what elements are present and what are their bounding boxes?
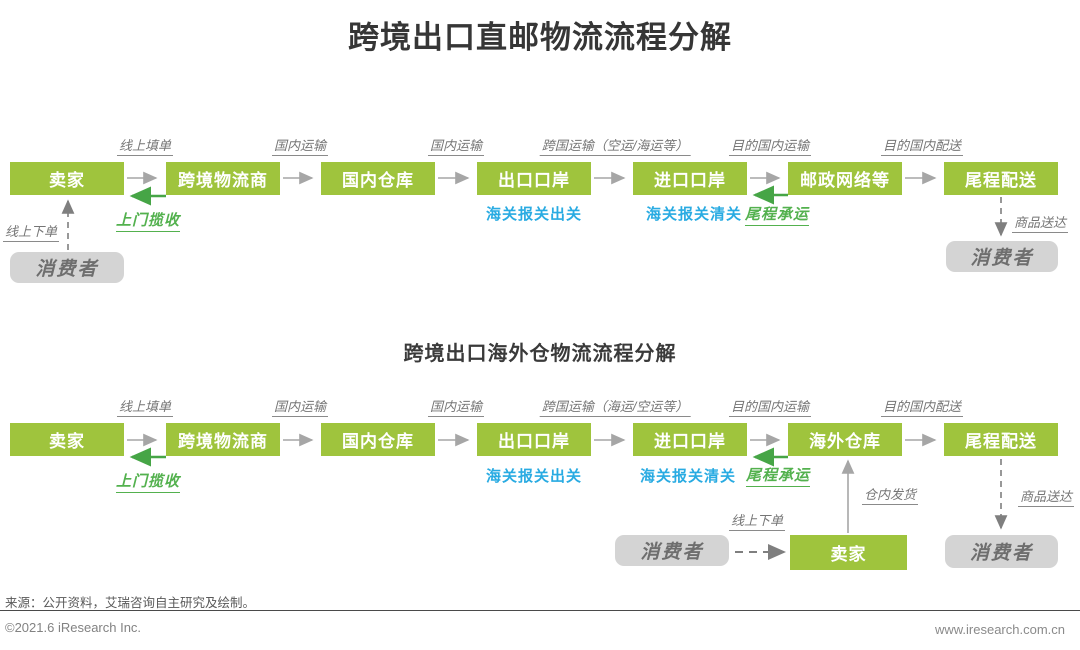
diagram2-title: 跨境出口海外仓物流流程分解 (403, 343, 677, 365)
d2-box-logistics: 跨境物流商 (166, 423, 280, 456)
d2-box-overseas-warehouse: 海外仓库 (788, 423, 902, 456)
d2-box-seller-bottom: 卖家 (790, 535, 907, 570)
d2-customs-exit-label: 海关报关出关 (485, 468, 583, 485)
d1-box-lastmile-delivery: 尾程配送 (944, 162, 1058, 195)
d2-goods-delivered-label: 商品送达 (1018, 486, 1075, 507)
website-url: www.iresearch.com.cn (934, 622, 1065, 637)
d1-online-order-label: 线上下单 (3, 221, 60, 242)
d2-arrow-label-2: 国内运输 (271, 396, 329, 417)
d1-arrow-label-1: 线上填单 (116, 135, 174, 156)
d1-arrow-label-3: 国内运输 (427, 135, 485, 156)
d2-customs-clearance-label: 海关报关清关 (639, 468, 737, 485)
d1-customs-exit-label: 海关报关出关 (485, 206, 583, 223)
d2-arrow-label-6: 目的国内配送 (880, 396, 964, 417)
d1-goods-delivered-label: 商品送达 (1012, 212, 1069, 233)
d1-pickup-label: 上门揽收 (115, 209, 181, 232)
d1-box-logistics: 跨境物流商 (166, 162, 280, 195)
d2-box-domestic-warehouse: 国内仓库 (321, 423, 435, 456)
d2-arrow-label-1: 线上填单 (116, 396, 174, 417)
d1-lastmile-carrier-label: 尾程承运 (744, 203, 810, 226)
d2-box-seller: 卖家 (10, 423, 124, 456)
d2-pickup-label: 上门揽收 (115, 470, 181, 493)
d2-box-export-port: 出口口岸 (477, 423, 591, 456)
d2-consumer-right: 消费者 (945, 535, 1058, 568)
d2-warehouse-dispatch-label: 仓内发货 (861, 484, 919, 505)
d2-arrow-label-5: 目的国内运输 (728, 396, 812, 417)
d1-arrow-label-5: 目的国内运输 (728, 135, 812, 156)
d1-box-postal-network: 邮政网络等 (788, 162, 902, 195)
d2-online-order-label: 线上下单 (728, 510, 786, 531)
d2-box-import-port: 进口口岸 (633, 423, 747, 456)
d1-box-import-port: 进口口岸 (633, 162, 747, 195)
page-title: 跨境出口直邮物流流程分解 (348, 20, 732, 55)
d1-arrow-label-4: 跨国运输（空运/海运等） (539, 135, 691, 156)
d1-customs-clearance-label: 海关报关清关 (645, 206, 743, 223)
d1-box-domestic-warehouse: 国内仓库 (321, 162, 435, 195)
d1-box-seller: 卖家 (10, 162, 124, 195)
d2-arrow-label-4: 跨国运输（海运/空运等） (539, 396, 691, 417)
d2-consumer-mid: 消费者 (615, 535, 729, 566)
d1-consumer-left: 消费者 (10, 252, 124, 283)
source-note: 来源：公开资料，艾瑞咨询自主研究及绘制。 (5, 596, 256, 610)
copyright: ©2021.6 iResearch Inc. (5, 620, 142, 635)
d2-lastmile-carrier-label: 尾程承运 (745, 464, 811, 487)
d1-arrow-label-2: 国内运输 (271, 135, 329, 156)
d2-arrow-label-3: 国内运输 (427, 396, 485, 417)
d1-consumer-right: 消费者 (946, 241, 1058, 272)
d1-arrow-label-6: 目的国内配送 (880, 135, 964, 156)
d1-box-export-port: 出口口岸 (477, 162, 591, 195)
d2-box-lastmile-delivery: 尾程配送 (944, 423, 1058, 456)
footer-divider (0, 610, 1080, 611)
